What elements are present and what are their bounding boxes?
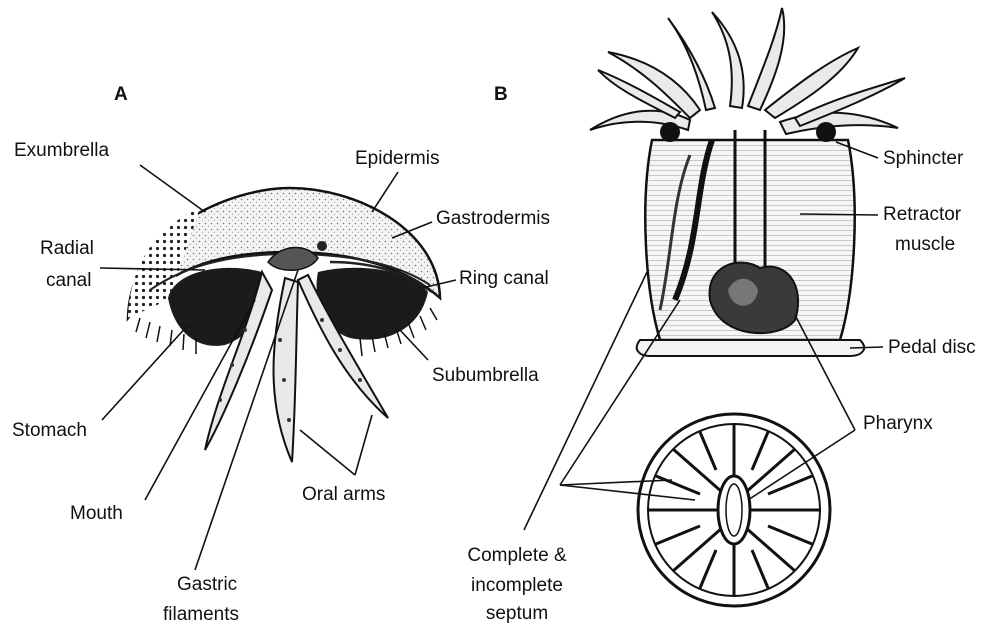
label-septum-line1: Complete & <box>452 545 582 567</box>
label-ring-canal: Ring canal <box>459 268 549 290</box>
label-gastrodermis: Gastrodermis <box>436 208 550 230</box>
label-mouth: Mouth <box>70 503 123 525</box>
label-gastric-filaments-line1: Gastric <box>177 574 237 596</box>
label-radial-canal-line2: canal <box>46 270 91 292</box>
anemone-drawing <box>524 8 905 606</box>
label-oral-arms: Oral arms <box>302 484 385 506</box>
label-stomach: Stomach <box>12 420 87 442</box>
label-exumbrella: Exumbrella <box>14 140 109 162</box>
panel-label-a: A <box>114 84 128 106</box>
label-retractor-muscle-line1: Retractor <box>883 204 961 226</box>
label-septum-line3: septum <box>452 603 582 625</box>
label-pedal-disc: Pedal disc <box>888 337 976 359</box>
label-subumbrella: Subumbrella <box>432 365 539 387</box>
label-epidermis: Epidermis <box>355 148 439 170</box>
label-pharynx: Pharynx <box>863 413 933 435</box>
label-radial-canal-line1: Radial <box>40 238 94 260</box>
panel-label-b: B <box>494 84 508 106</box>
label-retractor-muscle-line2: muscle <box>895 234 955 256</box>
label-gastric-filaments-line2: filaments <box>163 604 239 626</box>
label-septum-line2: incomplete <box>452 575 582 597</box>
jellyfish-drawing <box>100 165 456 570</box>
cross-section <box>638 414 830 606</box>
pedal-disc <box>637 340 864 356</box>
label-sphincter: Sphincter <box>883 148 963 170</box>
